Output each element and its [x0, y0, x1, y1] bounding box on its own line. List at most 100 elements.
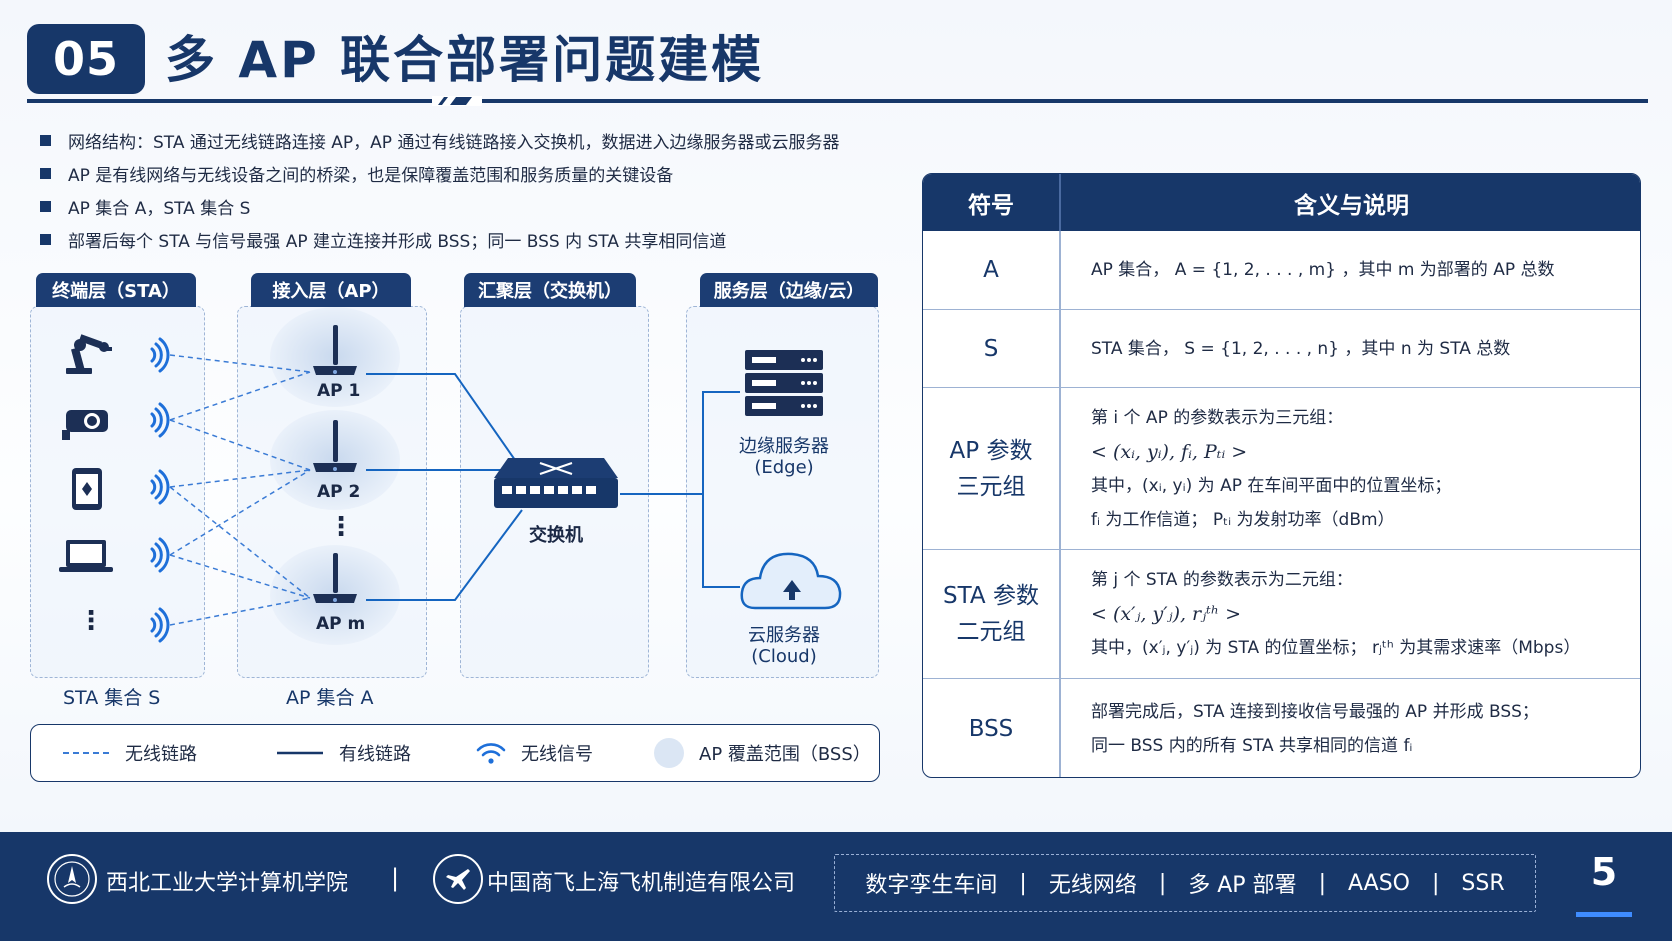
bullet-item: 网络结构：STA 通过无线链路连接 AP，AP 通过有线链路接入交换机，数据进入…	[40, 124, 920, 157]
network-diagram	[59, 307, 842, 645]
ap2-device-icon	[313, 420, 357, 472]
apm-device-icon	[313, 553, 357, 603]
aggregation-layer-tab: 汇聚层（交换机）	[464, 273, 636, 307]
robot-arm-icon	[66, 334, 112, 374]
footer-tag: 多 AP 部署	[1188, 873, 1297, 898]
wifi-signal-icons	[150, 337, 170, 643]
row-line: AP 集合， A = {1, 2, . . . , m} ，其中 m 为部署的 …	[1091, 260, 1555, 280]
terminal-layer-tab: 终端层（STA）	[36, 273, 196, 307]
ap1-device-icon	[313, 325, 357, 375]
coverage-circle-icon	[654, 738, 684, 768]
bullet-square-icon	[40, 168, 51, 179]
switch-label: 交换机	[529, 525, 583, 546]
bullet-square-icon	[40, 234, 51, 245]
table-row: A AP 集合， A = {1, 2, . . . , m} ，其中 m 为部署…	[923, 231, 1640, 309]
table-header-divider	[1059, 174, 1061, 231]
tablet-icon	[72, 468, 102, 510]
table-row: AP 参数 三元组 第 i 个 AP 的参数表示为三元组： < (xᵢ, yᵢ)…	[923, 387, 1640, 549]
row-line: 第 i 个 AP 的参数表示为三元组：	[1091, 407, 1344, 428]
bullet-square-icon	[40, 135, 51, 146]
row-line: fᵢ 为工作信道； Pₜᵢ 为发射功率（dBm）	[1091, 509, 1395, 530]
bullet-text: 部署后每个 STA 与信号最强 AP 建立连接并形成 BSS；同一 BSS 内 …	[68, 232, 727, 252]
row-line: 其中，(x′ⱼ, y′ⱼ) 为 STA 的位置坐标； rⱼᵗʰ 为其需求速率（M…	[1091, 638, 1581, 658]
bullet-square-icon	[40, 201, 51, 212]
wifi-icon	[476, 743, 506, 764]
solid-line-icon	[277, 751, 323, 755]
bullet-item: 部署后每个 STA 与信号最强 AP 建立连接并形成 BSS；同一 BSS 内 …	[40, 223, 920, 256]
bullet-list: 网络结构：STA 通过无线链路连接 AP，AP 通过有线链路接入交换机，数据进入…	[40, 124, 920, 256]
row-description: AP 集合， A = {1, 2, . . . , m} ，其中 m 为部署的 …	[1091, 231, 1555, 309]
bullet-item: AP 集合 A，STA 集合 S	[40, 190, 920, 223]
dashed-line-icon	[63, 752, 109, 754]
laptop-icon	[59, 540, 113, 572]
legend-wired-link: 有线链路	[277, 740, 411, 766]
row-line: 其中，(xᵢ, yᵢ) 为 AP 在车间平面中的位置坐标；	[1091, 475, 1452, 496]
row-line: STA 集合， S = {1, 2, . . . , n} ，其中 n 为 ST…	[1091, 338, 1511, 359]
sta-ellipsis: ⋮	[78, 606, 104, 636]
legend-coverage: AP 覆盖范围（BSS）	[653, 737, 871, 769]
column-divider	[1059, 679, 1061, 777]
cloud-server-label: 云服务器	[748, 625, 820, 646]
footer-tag-separator: |	[1318, 870, 1326, 896]
table-row: S STA 集合， S = {1, 2, . . . , n} ，其中 n 为 …	[923, 309, 1640, 387]
symbol-table: 符号 含义与说明 A AP 集合， A = {1, 2, . . . , m} …	[922, 173, 1641, 778]
footer-tag-separator: |	[1019, 870, 1027, 896]
university-logo-icon	[47, 854, 97, 904]
table-row: BSS 部署完成后，STA 连接到接收信号最强的 AP 并形成 BSS； 同一 …	[923, 678, 1640, 777]
page-title: 多 AP 联合部署问题建模	[165, 31, 765, 89]
edge-server-label: 边缘服务器	[739, 436, 829, 457]
row-line: 第 j 个 STA 的参数表示为二元组：	[1091, 570, 1353, 590]
ap-ellipsis: ⋮	[328, 512, 354, 542]
footer-tag-separator: |	[1158, 870, 1167, 896]
bullet-item: AP 是有线网络与无线设备之间的桥梁，也是保障覆盖范围和服务质量的关键设备	[40, 157, 920, 190]
row-description: 第 i 个 AP 的参数表示为三元组： < (xᵢ, yᵢ), fᵢ, Pₜᵢ …	[1091, 388, 1451, 549]
ap-set-label: AP 集合 A	[286, 687, 374, 709]
legend: 无线链路 有线链路 无线信号 AP 覆盖范围（BSS）	[30, 724, 880, 782]
apm-label: AP m	[316, 614, 366, 634]
ap1-label: AP 1	[317, 381, 361, 401]
table-header-meaning: 含义与说明	[1294, 192, 1409, 219]
edge-server-sublabel: (Edge)	[754, 457, 814, 478]
row-symbol: S	[983, 335, 999, 362]
legend-wireless-signal: 无线信号	[475, 740, 593, 766]
divider-accent-icon	[432, 96, 482, 106]
footer-org1: 西北工业大学计算机学院	[106, 871, 349, 896]
table-header-symbol: 符号	[968, 192, 1014, 219]
row-line: 同一 BSS 内的所有 STA 共享相同的信道 fᵢ	[1091, 736, 1413, 756]
wireless-links	[169, 354, 311, 626]
wired-links	[366, 373, 740, 601]
title-divider	[27, 99, 1648, 103]
airplane-logo-icon	[433, 854, 483, 904]
table-row: STA 参数 二元组 第 j 个 STA 的参数表示为二元组： < (x′ⱼ, …	[923, 549, 1640, 678]
footer-org2: 中国商飞上海飞机制造有限公司	[487, 871, 796, 896]
bullet-text: 网络结构：STA 通过无线链路连接 AP，AP 通过有线链路接入交换机，数据进入…	[68, 133, 840, 153]
footer-tag: SSR	[1461, 870, 1505, 896]
footer-tag: 无线网络	[1048, 873, 1137, 898]
access-layer-tab: 接入层（AP）	[251, 273, 411, 307]
sta-set-label: STA 集合 S	[63, 687, 161, 709]
page-number: 5	[1590, 850, 1618, 894]
row-line: 部署完成后，STA 连接到接收信号最强的 AP 并形成 BSS；	[1091, 702, 1539, 722]
column-divider	[1059, 550, 1061, 678]
row-description: STA 集合， S = {1, 2, . . . , n} ，其中 n 为 ST…	[1091, 310, 1510, 387]
page-number-underline	[1576, 912, 1632, 917]
row-formula: < (xᵢ, yᵢ), fᵢ, Pₜᵢ >	[1091, 440, 1248, 463]
table-header: 符号 含义与说明	[923, 174, 1640, 231]
row-formula: < (x′ⱼ, y′ⱼ), rⱼᵗʰ >	[1091, 603, 1242, 625]
camera-icon	[62, 410, 108, 440]
row-symbol: AP 参数 三元组	[949, 437, 1033, 500]
footer-separator: |	[391, 864, 400, 892]
bullet-text: AP 集合 A，STA 集合 S	[68, 199, 251, 219]
column-divider	[1059, 310, 1061, 387]
legend-wireless-link: 无线链路	[63, 740, 197, 766]
footer-bar: 西北工业大学计算机学院 | 中国商飞上海飞机制造有限公司 数字孪生车间 | 无线…	[0, 832, 1672, 941]
footer-tags: 数字孪生车间 | 无线网络 | 多 AP 部署 | AASO | SSR	[834, 854, 1536, 912]
row-description: 第 j 个 STA 的参数表示为二元组： < (x′ⱼ, y′ⱼ), rⱼᵗʰ …	[1091, 550, 1580, 678]
cloud-server-sublabel: (Cloud)	[751, 646, 817, 667]
terminal-layer-box	[30, 306, 205, 678]
footer-tag-separator: |	[1431, 870, 1440, 896]
row-symbol: STA 参数 二元组	[943, 583, 1039, 645]
edge-server-icon	[745, 350, 823, 416]
row-symbol: BSS	[968, 716, 1014, 742]
service-layer-tab: 服务层（边缘/云）	[700, 273, 878, 307]
